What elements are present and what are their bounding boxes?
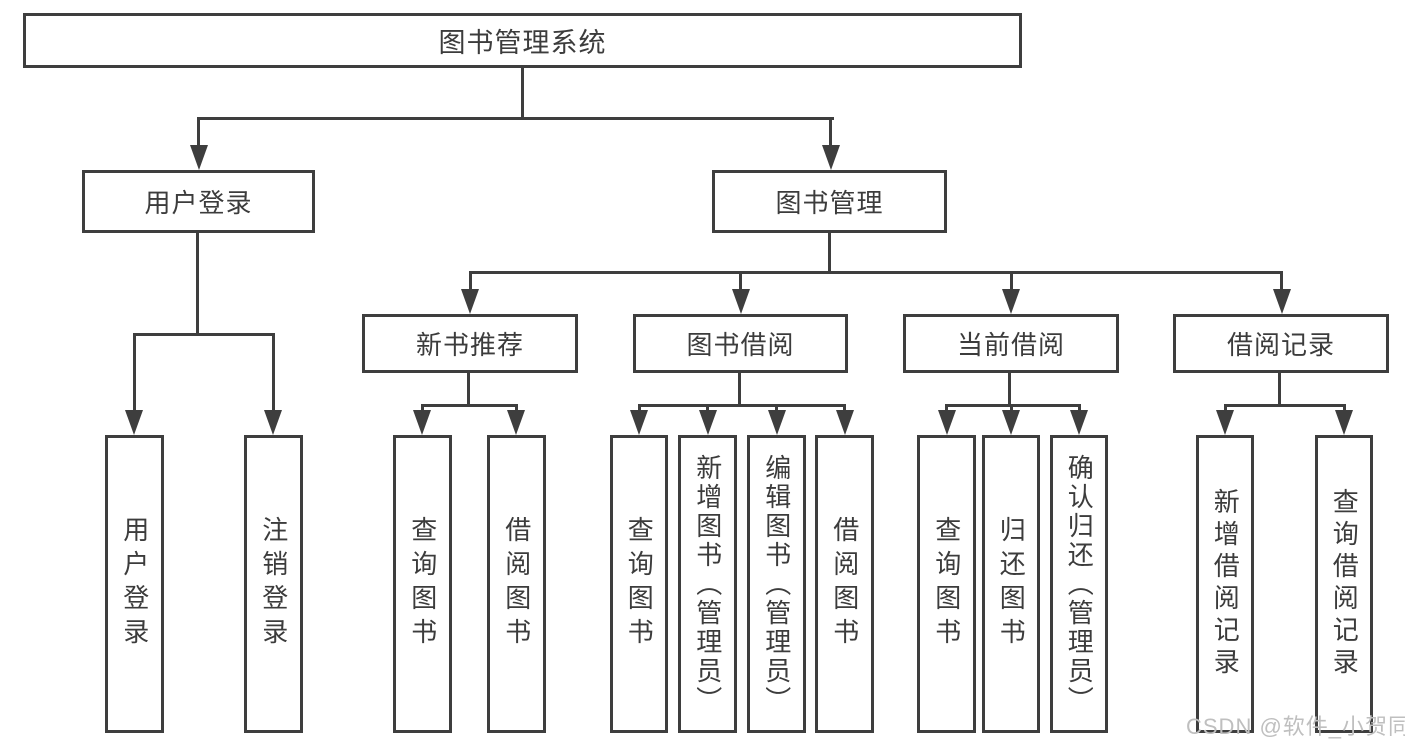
- arrowhead-down-icon: [1272, 289, 1291, 314]
- leaf-borrow-books: 借阅图书: [815, 435, 874, 733]
- leaf-query-borrow-record: 查询借阅记录: [1315, 435, 1373, 733]
- connector-branch-line: [637, 404, 846, 407]
- leaf-borrow-books-recommend-label: 借阅图书: [501, 516, 532, 652]
- leaf-user-login: 用户登录: [105, 435, 164, 733]
- arrowhead-down-icon: [937, 410, 956, 435]
- arrowhead-down-icon: [1002, 289, 1020, 314]
- leaf-query-books-current-label: 查询图书: [931, 516, 962, 652]
- connector-stub-line: [520, 68, 524, 118]
- leaf-return-books: 归还图书: [982, 435, 1040, 733]
- leaf-confirm-return-admin-label: 确认归还（管理员）: [1064, 453, 1095, 715]
- arrowhead-down-icon: [835, 410, 854, 435]
- arrowhead-down-icon: [698, 410, 717, 435]
- leaf-logout: 注销登录: [244, 435, 303, 733]
- arrowhead-down-icon: [821, 145, 840, 170]
- connector-branch-line: [420, 404, 518, 407]
- connector-drop-line: [132, 333, 136, 417]
- node-root: 图书管理系统: [23, 13, 1022, 68]
- connector-stub-line: [1008, 373, 1011, 406]
- leaf-query-borrow-record-label: 查询借阅记录: [1329, 488, 1360, 680]
- watermark: CSDN @软件_小贺同学: [1186, 714, 1405, 739]
- leaf-borrow-books-label: 借阅图书: [829, 516, 860, 652]
- arrowhead-down-icon: [507, 410, 525, 435]
- connector-branch-line: [945, 404, 1081, 407]
- leaf-return-books-label: 归还图书: [996, 516, 1027, 652]
- connector-stub-line: [467, 373, 470, 406]
- leaf-query-books-borrow: 查询图书: [610, 435, 668, 733]
- connector-drop-line: [271, 333, 275, 417]
- connector-branch-line: [468, 271, 1283, 274]
- arrowhead-down-icon: [125, 410, 143, 435]
- leaf-add-borrow-record-label: 新增借阅记录: [1210, 488, 1241, 680]
- node-new-book-recommend-label: 新书推荐: [415, 330, 524, 360]
- arrowhead-down-icon: [413, 410, 431, 435]
- arrowhead-down-icon: [264, 410, 282, 435]
- node-user-login-label: 用户登录: [144, 188, 253, 218]
- connector-drop-line: [468, 271, 472, 296]
- leaf-query-books-borrow-label: 查询图书: [624, 516, 655, 652]
- connector-branch-line: [132, 333, 275, 336]
- connector-stub-line: [827, 233, 831, 273]
- node-current-borrow-label: 当前借阅: [956, 330, 1065, 360]
- connector-drop-line: [1009, 271, 1013, 296]
- node-user-login: 用户登录: [82, 170, 315, 233]
- node-new-book-recommend: 新书推荐: [362, 314, 578, 373]
- leaf-edit-books-admin-label: 编辑图书（管理员）: [761, 453, 792, 715]
- node-borrow-records-label: 借阅记录: [1226, 330, 1335, 360]
- arrowhead-down-icon: [189, 145, 208, 170]
- arrowhead-down-icon: [1335, 410, 1353, 435]
- node-borrow-records: 借阅记录: [1173, 314, 1389, 373]
- arrowhead-down-icon: [731, 289, 750, 314]
- leaf-borrow-books-recommend: 借阅图书: [487, 435, 546, 733]
- leaf-add-books-admin: 新增图书（管理员）: [678, 435, 737, 733]
- leaf-add-borrow-record: 新增借阅记录: [1196, 435, 1254, 733]
- leaf-user-login-label: 用户登录: [119, 516, 150, 652]
- connector-stub-line: [737, 373, 741, 406]
- leaf-query-books-current: 查询图书: [917, 435, 976, 733]
- connector-drop-line: [739, 271, 742, 296]
- leaf-query-books-recommend: 查询图书: [393, 435, 452, 733]
- leaf-add-books-admin-label: 新增图书（管理员）: [692, 453, 723, 715]
- node-current-borrow: 当前借阅: [903, 314, 1119, 373]
- arrowhead-down-icon: [630, 410, 648, 435]
- leaf-confirm-return-admin: 确认归还（管理员）: [1050, 435, 1108, 733]
- connector-branch-line: [1223, 404, 1346, 407]
- connector-branch-line: [197, 117, 834, 120]
- arrowhead-down-icon: [461, 289, 479, 314]
- leaf-logout-label: 注销登录: [258, 516, 289, 652]
- node-book-borrow: 图书借阅: [633, 314, 848, 373]
- arrowhead-down-icon: [1002, 410, 1020, 435]
- node-root-label: 图书管理系统: [438, 28, 607, 58]
- node-book-management: 图书管理: [712, 170, 947, 233]
- connector-drop-line: [829, 117, 832, 152]
- arrowhead-down-icon: [1070, 410, 1088, 435]
- connector-stub-line: [195, 233, 199, 335]
- leaf-edit-books-admin: 编辑图书（管理员）: [747, 435, 806, 733]
- connector-drop-line: [1280, 271, 1283, 296]
- arrowhead-down-icon: [1216, 410, 1234, 435]
- arrowhead-down-icon: [767, 410, 786, 435]
- node-book-borrow-label: 图书借阅: [686, 330, 795, 360]
- connector-stub-line: [1278, 373, 1281, 406]
- node-book-management-label: 图书管理: [775, 188, 884, 218]
- connector-drop-line: [197, 117, 200, 152]
- leaf-query-books-recommend-label: 查询图书: [407, 516, 438, 652]
